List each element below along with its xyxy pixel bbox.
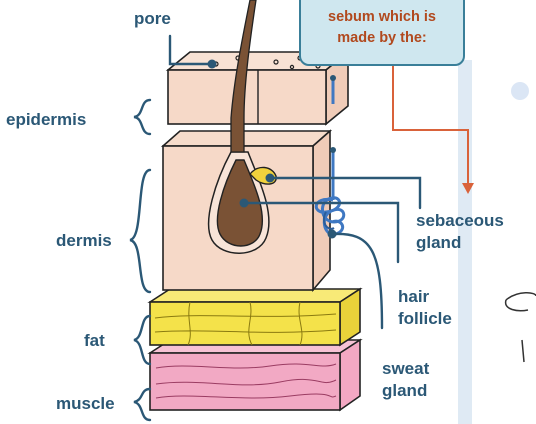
callout-text: sebum which is made by the: [301,7,463,49]
dermis-bracket [130,170,150,292]
muscle-bracket [134,389,150,420]
sweat-label-line2: gland [382,380,472,402]
hair-label-line2: follicle [398,308,488,330]
sweat-pore [330,75,336,81]
epidermis-label: epidermis [6,109,86,131]
muscle-label: muscle [56,393,115,415]
decorative-dot [511,82,529,100]
hair-follicle-label: hair follicle [398,286,488,330]
sweat-label-line1: sweat [382,358,472,380]
callout-arrow-line [393,66,468,183]
pore-label: pore [134,8,171,30]
fat-layer [150,289,360,345]
sweat-gland-label: sweat gland [382,358,472,402]
fat-label: fat [84,330,105,352]
epidermis-bracket [134,100,150,134]
partial-sketch-outline [506,293,536,362]
callout-box: sebum which is made by the: [299,0,465,66]
sebaceous-label-line1: sebaceous [416,210,536,232]
sebaceous-label-line2: gland [416,232,536,254]
hair-label-line1: hair [398,286,488,308]
sebaceous-gland-label: sebaceous gland [416,210,536,254]
fat-bracket [134,316,150,364]
muscle-layer [150,340,360,410]
dermis-label: dermis [56,230,112,252]
